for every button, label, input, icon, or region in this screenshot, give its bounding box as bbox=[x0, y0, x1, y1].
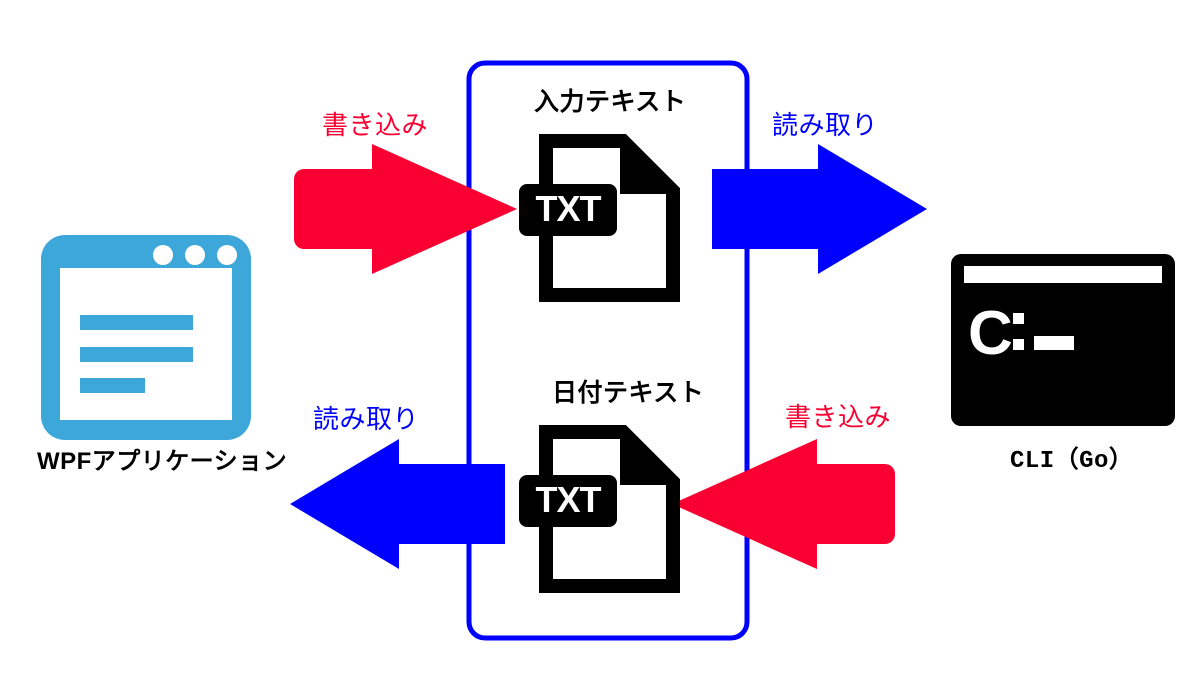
arrow-write-top-label: 書き込み bbox=[322, 110, 429, 140]
date-text-file-icon bbox=[539, 425, 680, 593]
wpf-app-icon bbox=[41, 235, 251, 440]
date-text-file-badge-label: TXT bbox=[536, 479, 602, 520]
svg-text:C: C bbox=[968, 299, 1013, 368]
input-text-file-badge-label: TXT bbox=[536, 188, 602, 229]
arrow-read-bottom-label: 読み取り bbox=[313, 404, 420, 434]
arrow-write-top-shape bbox=[294, 144, 517, 274]
cli-go-label: CLI（Go） bbox=[1010, 448, 1134, 475]
arrow-write-bottom-label: 書き込み bbox=[785, 402, 892, 432]
shared-file-area-border bbox=[466, 60, 750, 641]
date-text-file-badge-box bbox=[519, 475, 617, 527]
arrow-read-top-label: 読み取り bbox=[772, 110, 879, 140]
cli-terminal-icon: C bbox=[951, 254, 1175, 426]
wpf-app-label: WPFアプリケーション bbox=[37, 448, 288, 475]
arrow-write-bottom-shape bbox=[672, 439, 895, 569]
arrow-read-top-shape bbox=[712, 144, 927, 274]
date-text-file-label: 日付テキスト bbox=[552, 379, 705, 407]
input-text-file-label: 入力テキスト bbox=[534, 88, 687, 116]
input-text-file-badge-box bbox=[519, 184, 617, 236]
arrow-read-bottom-shape bbox=[290, 439, 505, 569]
input-text-file-icon bbox=[539, 134, 680, 302]
